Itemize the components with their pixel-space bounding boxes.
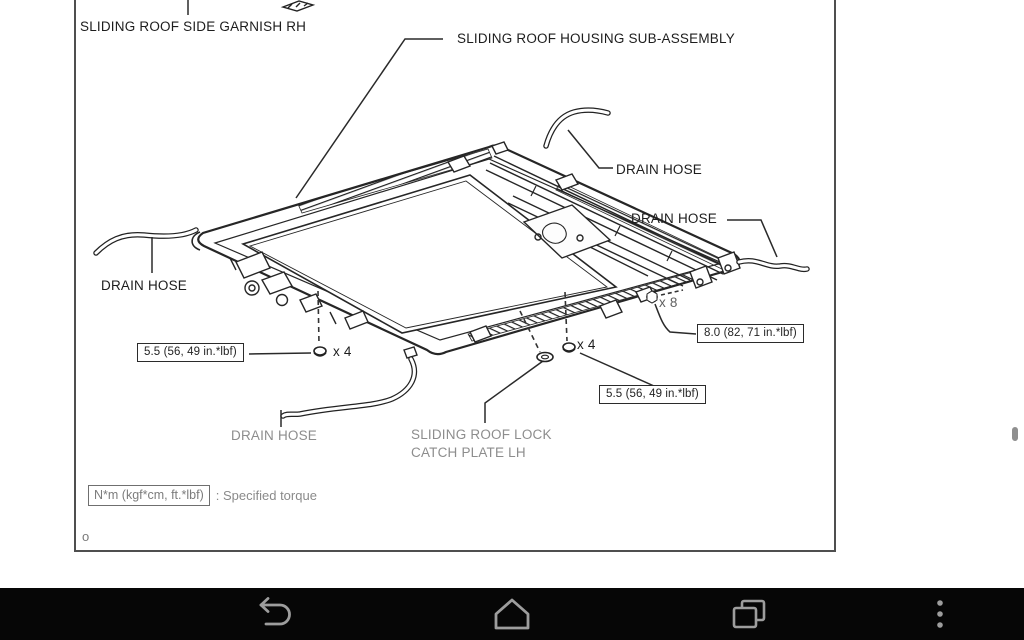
legend-unit-box: N*m (kgf*cm, ft.*lbf)	[88, 485, 210, 506]
torque-box-right: 8.0 (82, 71 in.*lbf)	[697, 324, 804, 343]
qty-label-right: x 8	[659, 295, 678, 310]
label-drain-hose-right: DRAIN HOSE	[631, 211, 718, 226]
qty-label-mid: x 4	[577, 337, 596, 352]
overflow-menu-icon	[937, 600, 943, 628]
label-lock-catch-line1: SLIDING ROOF LOCK	[411, 427, 552, 442]
document-page	[74, 0, 836, 552]
label-drain-hose-bottom: DRAIN HOSE	[231, 428, 318, 443]
home-button[interactable]	[490, 592, 534, 636]
label-lock-catch-plate: SLIDING ROOF LOCK CATCH PLATE LH	[411, 426, 552, 462]
torque-box-left: 5.5 (56, 49 in.*lbf)	[137, 343, 244, 362]
torque-box-bottom: 5.5 (56, 49 in.*lbf)	[599, 385, 706, 404]
label-drain-hose-top-right: DRAIN HOSE	[616, 162, 703, 177]
page-mark: o	[82, 529, 90, 544]
back-icon	[259, 597, 291, 626]
torque-legend: N*m (kgf*cm, ft.*lbf) : Specified torque	[88, 485, 317, 506]
recents-icon	[732, 599, 766, 629]
label-drain-hose-left: DRAIN HOSE	[101, 278, 188, 293]
legend-description: : Specified torque	[215, 488, 317, 503]
scrollbar-thumb[interactable]	[1012, 427, 1018, 441]
label-lock-catch-line2: CATCH PLATE LH	[411, 445, 526, 460]
qty-label-left: x 4	[333, 344, 352, 359]
label-side-garnish: SLIDING ROOF SIDE GARNISH RH	[80, 19, 307, 34]
overflow-menu-button[interactable]	[918, 592, 962, 636]
home-icon	[494, 598, 530, 630]
android-navbar	[0, 588, 1024, 640]
recents-button[interactable]	[726, 592, 770, 636]
label-housing-subassembly: SLIDING ROOF HOUSING SUB-ASSEMBLY	[457, 31, 735, 46]
back-button[interactable]	[253, 592, 297, 636]
